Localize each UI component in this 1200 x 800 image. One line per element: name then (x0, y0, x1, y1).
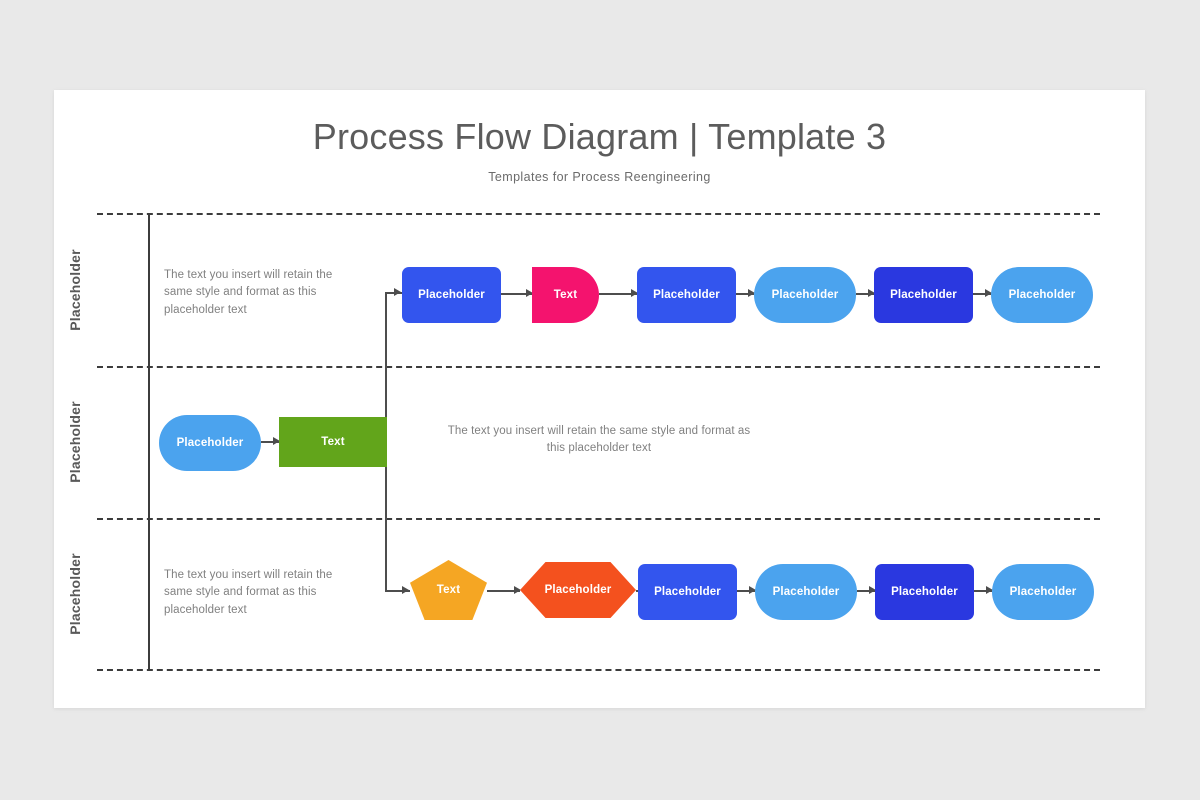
branch-arrow-top (394, 288, 401, 296)
node-lane3-6[interactable]: Placeholder (992, 564, 1094, 620)
lane-divider-1 (97, 366, 1100, 368)
branch-connector-bottom (385, 590, 410, 592)
lane-label-1: Placeholder (67, 249, 83, 331)
connector-arrow-lane1-4 (868, 289, 875, 297)
connector-arrow-lane3-3 (749, 586, 756, 594)
lane-description-2: The text you insert will retain the same… (447, 425, 751, 455)
slide-canvas: Process Flow Diagram | Template 3 Templa… (54, 90, 1145, 708)
lane-label-3: Placeholder (67, 553, 83, 635)
connector-lane1-1 (501, 293, 532, 295)
node-lane2-2[interactable]: Text (279, 417, 387, 467)
connector-arrow-lane1-2 (631, 289, 638, 297)
lane-description-3: The text you insert will retain the same… (164, 569, 333, 616)
page-title: Process Flow Diagram | Template 3 (312, 116, 887, 157)
connector-lane2-1 (261, 441, 279, 443)
node-lane1-5[interactable]: Placeholder (874, 267, 973, 323)
connector-arrow-lane1-3 (748, 289, 755, 297)
connector-lane3-3 (737, 590, 755, 592)
lane-divider-2 (97, 518, 1100, 520)
connector-arrow-lane1-1 (526, 289, 533, 297)
lane-axis-line (148, 213, 150, 669)
node-lane1-1[interactable]: Placeholder (402, 267, 501, 323)
connector-lane1-3 (736, 293, 754, 295)
lane-description-1: The text you insert will retain the same… (164, 269, 333, 316)
connector-arrow-lane3-5 (986, 586, 993, 594)
connector-lane3-1 (487, 590, 520, 592)
page-subtitle: Templates for Process Reengineering (488, 170, 711, 184)
connector-arrow-lane3-1 (514, 586, 521, 594)
connector-lane3-4 (857, 590, 875, 592)
lane-divider-top (97, 213, 1100, 215)
connector-lane3-5 (974, 590, 992, 592)
node-lane1-3[interactable]: Placeholder (637, 267, 736, 323)
node-lane1-4[interactable]: Placeholder (754, 267, 856, 323)
lane-label-2: Placeholder (67, 401, 83, 483)
node-lane1-6[interactable]: Placeholder (991, 267, 1093, 323)
node-lane3-5[interactable]: Placeholder (875, 564, 974, 620)
node-lane3-3[interactable]: Placeholder (638, 564, 737, 620)
connector-lane1-4 (856, 293, 874, 295)
connector-arrow-lane1-5 (985, 289, 992, 297)
connector-arrow-lane2-1 (273, 437, 280, 445)
connector-lane1-5 (973, 293, 991, 295)
node-lane1-2[interactable]: Text (532, 267, 599, 323)
branch-arrow-bottom (402, 586, 409, 594)
connector-arrow-lane3-4 (869, 586, 876, 594)
node-lane3-1[interactable]: Text (410, 560, 487, 620)
node-lane3-4[interactable]: Placeholder (755, 564, 857, 620)
connector-lane1-2 (599, 293, 637, 295)
lane-divider-bottom (97, 669, 1100, 671)
node-lane2-1[interactable]: Placeholder (159, 415, 261, 471)
node-lane3-2[interactable]: Placeholder (520, 562, 636, 618)
